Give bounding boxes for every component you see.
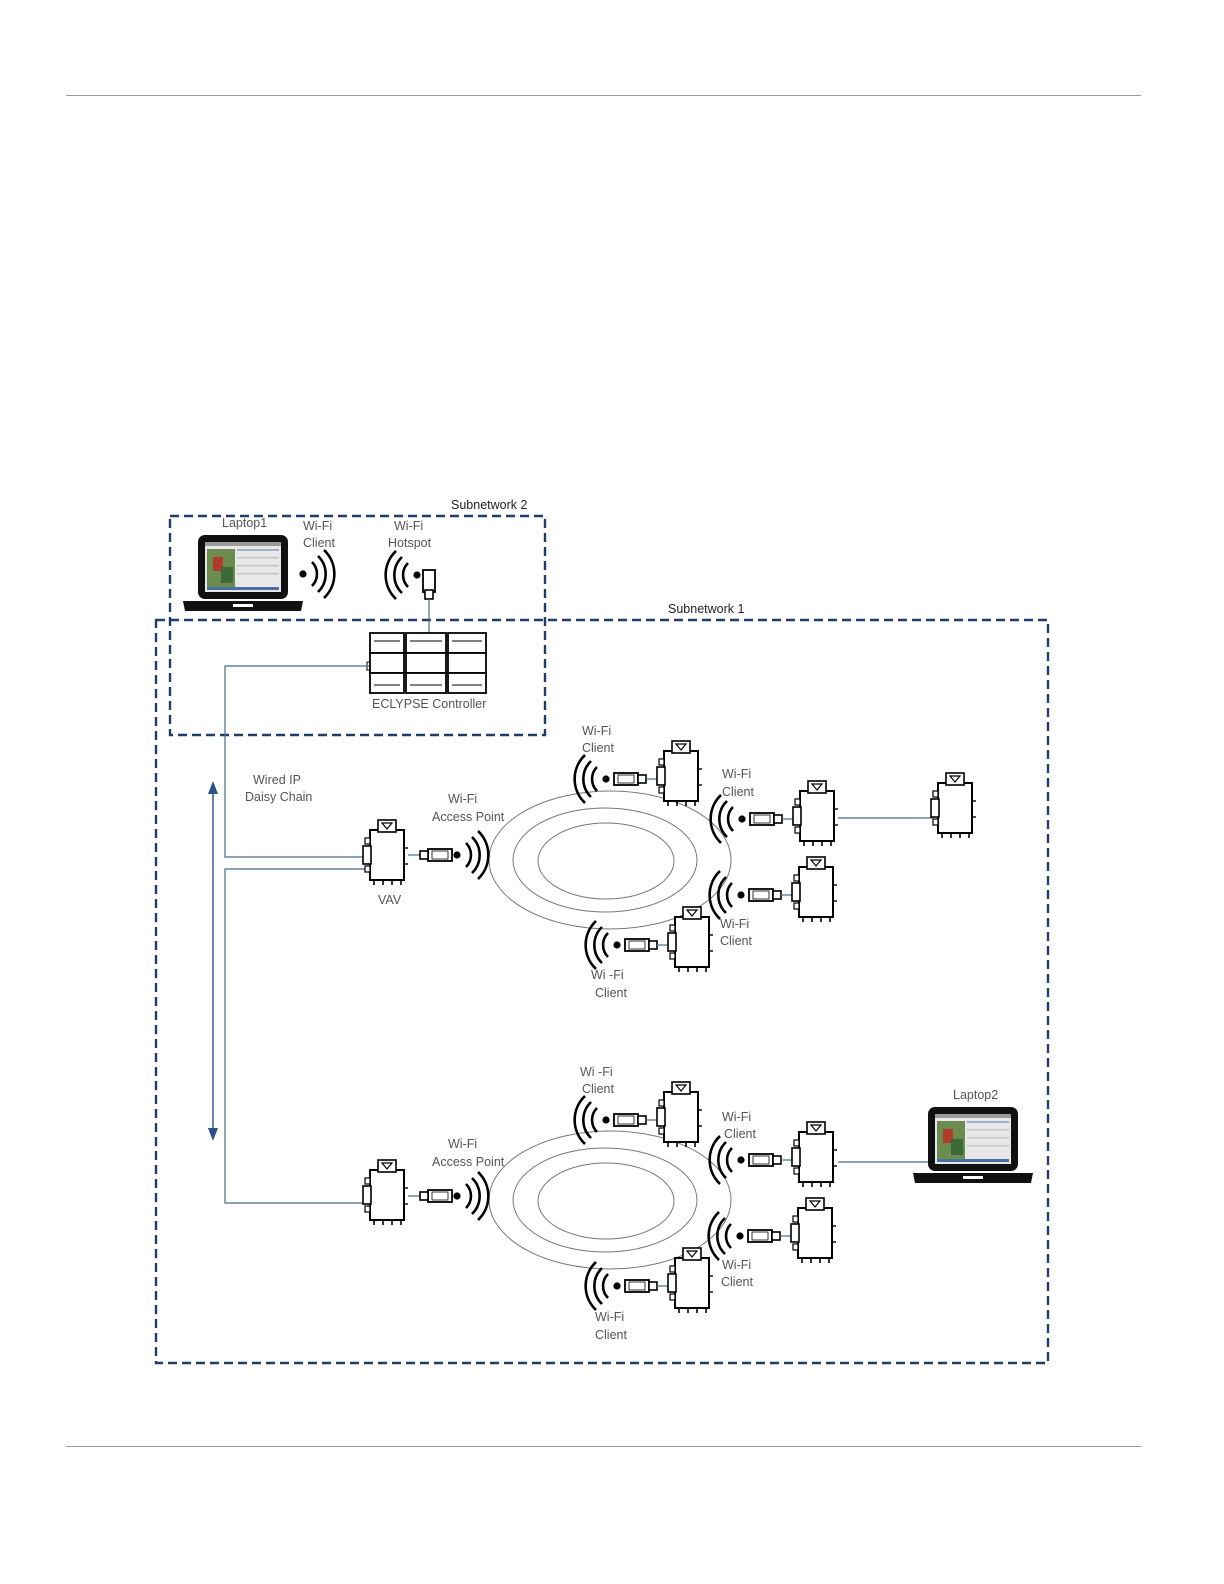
ap1-dongle-icon — [420, 849, 452, 861]
r1-right-controller-icon — [793, 781, 838, 846]
wired-daisy-chain — [225, 666, 369, 1203]
laptop2-icon — [913, 1107, 1033, 1183]
laptop2-label: Laptop2 — [953, 1088, 998, 1102]
r1-right-label-2: Client — [722, 785, 754, 799]
r2-br-controller-icon — [791, 1198, 836, 1263]
r2-br-label-1: Wi-Fi — [722, 1258, 751, 1272]
ap2-wifi-waves-icon — [453, 1172, 488, 1220]
r1-top-label-2: Client — [582, 741, 614, 755]
r2-bottom-dongle-icon — [625, 1280, 657, 1292]
r2-bottom-label-2: Client — [595, 1328, 627, 1342]
r1-bottom-wifi-waves-icon — [586, 921, 621, 969]
r1-right-dongle-icon — [750, 813, 782, 825]
laptop1-wifi-label-1: Wi-Fi — [303, 519, 332, 533]
r2-top-label-2: Client — [582, 1082, 614, 1096]
r1-bottom-dongle-icon — [625, 939, 657, 951]
laptop1-wifi-label-2: Client — [303, 536, 335, 550]
r2-right-wifi-waves-icon — [710, 1136, 745, 1184]
r1-top-label-1: Wi-Fi — [582, 724, 611, 738]
vav-controller-icon — [363, 820, 408, 885]
ap2-controller-icon — [363, 1160, 408, 1225]
r1-right-label-1: Wi-Fi — [722, 767, 751, 781]
vav-label: VAV — [378, 893, 402, 907]
r2-br-label-2: Client — [721, 1275, 753, 1289]
r1-br-label-1: Wi-Fi — [720, 917, 749, 931]
r2-top-label-1: Wi -Fi — [580, 1065, 613, 1079]
r1-br-controller-icon — [792, 857, 837, 922]
r1-bottom-label-1: Wi -Fi — [591, 968, 624, 982]
laptop1-wifi-waves-icon — [299, 550, 334, 598]
r1-bottom-label-2: Client — [595, 986, 627, 1000]
r2-top-wifi-waves-icon — [575, 1096, 610, 1144]
r2-bottom-controller-icon — [668, 1248, 713, 1313]
hotspot-label-2: Hotspot — [388, 536, 432, 550]
wired-ip-label-2: Daisy Chain — [245, 790, 312, 804]
laptop1-icon — [183, 535, 303, 611]
r2-bottom-label-1: Wi-Fi — [595, 1310, 624, 1324]
subnetwork-1-label: Subnetwork 1 — [668, 602, 744, 616]
ap1-label-2: Access Point — [432, 810, 505, 824]
subnetwork-2-label: Subnetwork 2 — [451, 498, 527, 512]
ap2-label-1: Wi-Fi — [448, 1137, 477, 1151]
r2-right-label-2: Client — [724, 1127, 756, 1141]
eclypse-controller-icon — [367, 633, 486, 693]
r1-bottom-controller-icon — [668, 907, 713, 972]
r1-top-dongle-icon — [614, 773, 646, 785]
r1-br-dongle-icon — [749, 889, 781, 901]
ap2-label-2: Access Point — [432, 1155, 505, 1169]
r1-br-label-2: Client — [720, 934, 752, 948]
ap1-wifi-waves-icon — [453, 831, 488, 879]
r2-right-dongle-icon — [749, 1154, 781, 1166]
r1-top-wifi-waves-icon — [575, 755, 610, 803]
r2-right-label-1: Wi-Fi — [722, 1110, 751, 1124]
ap1-label-1: Wi-Fi — [448, 792, 477, 806]
hotspot-wifi-waves-icon — [386, 551, 421, 599]
laptop1-label: Laptop1 — [222, 516, 267, 530]
r2-right-controller-icon — [792, 1122, 837, 1187]
eclypse-label: ECLYPSE Controller — [372, 697, 486, 711]
r2-br-dongle-icon — [748, 1230, 780, 1242]
daisy-chain-arrow — [208, 781, 218, 1141]
ap2-dongle-icon — [420, 1190, 452, 1202]
wired-ip-label-1: Wired IP — [253, 773, 301, 787]
hotspot-label-1: Wi-Fi — [394, 519, 423, 533]
r2-top-dongle-icon — [614, 1114, 646, 1126]
r1-top-controller-icon — [657, 741, 702, 806]
hotspot-dongle-icon — [423, 570, 435, 599]
r1-extension-controller-icon — [931, 773, 976, 838]
r2-top-controller-icon — [657, 1082, 702, 1147]
r1-right-wifi-waves-icon — [711, 795, 746, 843]
